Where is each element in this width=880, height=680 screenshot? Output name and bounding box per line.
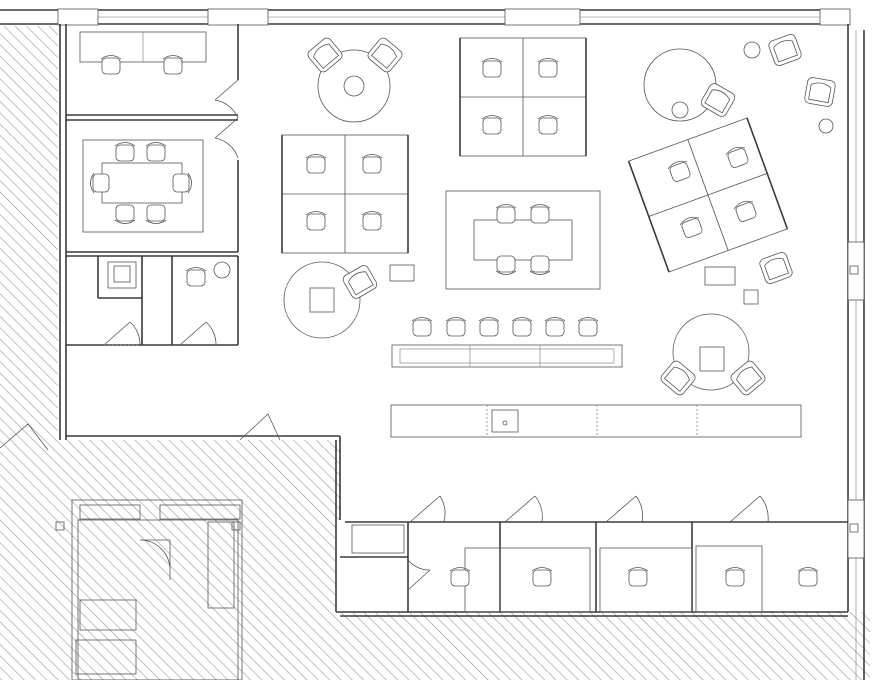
chair-symbol — [667, 160, 691, 182]
chair-symbol — [481, 115, 503, 135]
chair-symbol — [797, 567, 819, 587]
lounge-chair-symbol — [367, 37, 403, 73]
chair-symbol — [100, 55, 122, 75]
chair-symbol — [495, 204, 517, 224]
lounge-chair-symbol — [768, 34, 802, 66]
chair-symbol — [445, 317, 467, 337]
chair-symbol — [145, 142, 167, 162]
building-core — [0, 413, 281, 680]
chair-symbol — [361, 211, 383, 231]
chair-symbol — [724, 567, 746, 587]
lounge-chair-symbol — [730, 360, 766, 396]
bottom-offices — [340, 495, 848, 613]
chair-symbol — [411, 317, 433, 337]
chair-symbol — [679, 216, 703, 238]
chair-symbol — [172, 172, 192, 194]
chair-symbol — [90, 172, 110, 194]
chair-symbol — [361, 154, 383, 174]
chair-symbol — [114, 204, 136, 224]
chair-symbol — [544, 317, 566, 337]
chair-symbol — [531, 567, 553, 587]
lounge-chair-symbol — [700, 83, 736, 117]
chair-symbol — [529, 255, 551, 275]
lounge-chair-symbol — [307, 37, 343, 73]
chair-symbol — [162, 55, 184, 75]
chair-symbol — [481, 58, 503, 78]
lounge-chair-symbol — [759, 252, 793, 284]
workstation-cluster-left — [281, 134, 409, 254]
lounge-chair-symbol — [804, 77, 836, 107]
exterior-walls — [0, 8, 865, 680]
chair-symbol — [478, 317, 500, 337]
chair-symbol — [185, 267, 207, 287]
upper-left-rooms — [66, 24, 239, 346]
lounge-chair-symbol — [342, 265, 378, 299]
chair-symbol — [305, 154, 327, 174]
chairs — [90, 34, 836, 587]
chair-symbol — [449, 567, 471, 587]
chair-symbol — [114, 142, 136, 162]
chair-symbol — [511, 317, 533, 337]
workstation-cluster-top — [459, 37, 587, 157]
chair-symbol — [733, 200, 757, 222]
lounge-chair-symbol — [660, 360, 696, 396]
long-benches — [390, 344, 802, 438]
chair-symbol — [145, 204, 167, 224]
chair-symbol — [529, 204, 551, 224]
round-tables — [213, 41, 834, 391]
chair-symbol — [725, 146, 749, 168]
central-meeting-area — [445, 190, 601, 290]
chair-symbol — [577, 317, 599, 337]
chair-symbol — [627, 567, 649, 587]
chair-symbol — [537, 58, 559, 78]
chair-symbol — [305, 211, 327, 231]
chair-symbol — [537, 115, 559, 135]
workstation-cluster-rotated — [627, 117, 789, 273]
chair-symbol — [495, 255, 517, 275]
